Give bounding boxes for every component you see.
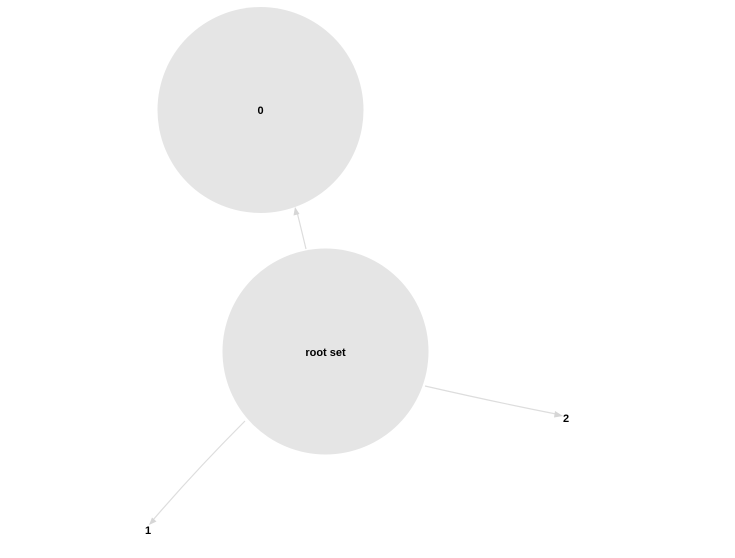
edge-arrowhead (293, 207, 300, 216)
node-root-set[interactable]: root set (222, 248, 429, 455)
node-label: root set (305, 347, 346, 359)
edge-root-to-1 (149, 420, 246, 525)
edge-root-to-2 (424, 385, 563, 418)
nodes-layer: 0 root set 1 2 (145, 7, 569, 537)
edges-layer (149, 207, 563, 525)
node-1[interactable]: 1 (145, 525, 151, 537)
node-0[interactable]: 0 (157, 7, 364, 213)
node-2[interactable]: 2 (563, 413, 569, 425)
node-label: 0 (257, 105, 263, 117)
node-label: 2 (563, 413, 569, 425)
node-circle (157, 7, 364, 213)
node-circle (222, 248, 429, 455)
edge-line (296, 211, 307, 250)
edge-line (152, 420, 246, 521)
edge-arrowhead (554, 411, 563, 418)
node-label: 1 (145, 525, 151, 537)
edge-arrowhead (149, 517, 157, 525)
edge-line (424, 385, 557, 415)
edge-root-to-0 (293, 207, 307, 250)
